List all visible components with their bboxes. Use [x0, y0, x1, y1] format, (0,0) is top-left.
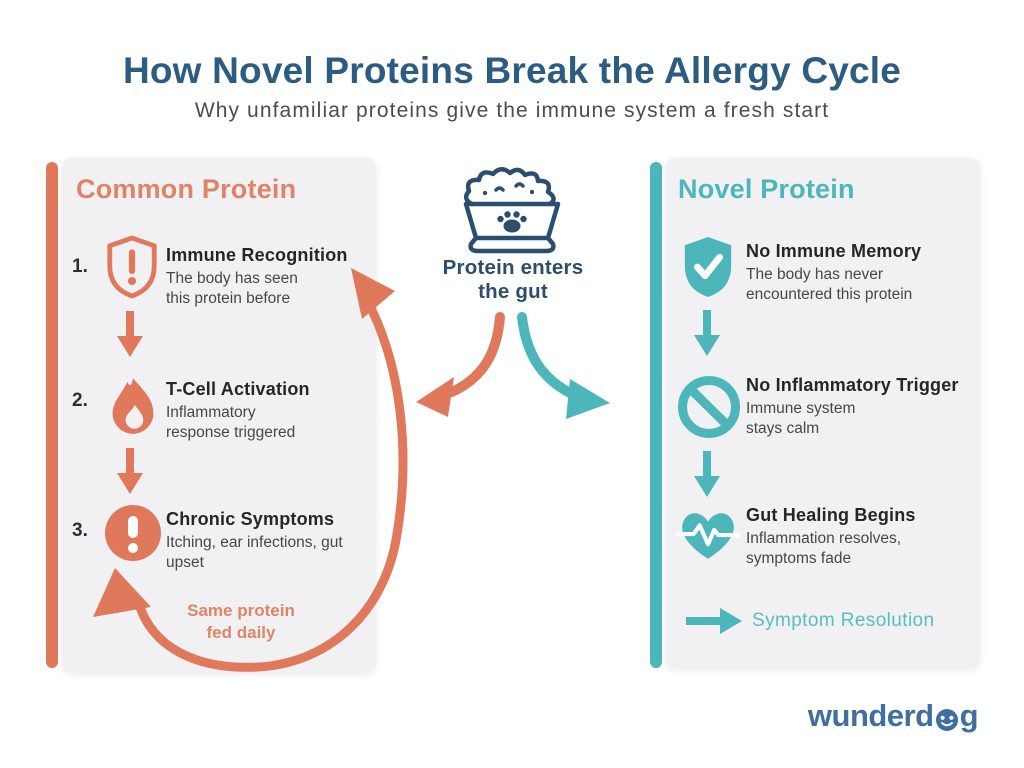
arrow-down-icon — [694, 451, 720, 497]
cycle-label: Same protein fed daily — [187, 601, 295, 643]
arrow-down-icon — [694, 310, 720, 356]
step-desc: Immune system stays calm — [746, 400, 856, 437]
step-title: T-Cell Activation — [166, 379, 310, 399]
step-title: No Immune Memory — [746, 241, 922, 261]
logo-text-right: g — [959, 698, 979, 733]
left-panel-accent-bar — [46, 162, 58, 668]
step-title: Chronic Symptoms — [166, 509, 335, 529]
step-number: 1. — [72, 256, 88, 277]
arrow-down-icon — [117, 311, 143, 357]
center-label: Protein enters the gut — [442, 256, 584, 304]
right-panel-accent-bar — [650, 162, 662, 668]
page-subtitle: Why unfamiliar proteins give the immune … — [194, 99, 830, 122]
step-title: Gut Healing Begins — [746, 505, 916, 525]
page-title: How Novel Proteins Break the Allergy Cyc… — [122, 50, 902, 91]
step-number: 3. — [72, 520, 88, 541]
dog-face-icon — [935, 708, 958, 731]
dog-bowl-icon — [463, 167, 561, 254]
shield-check-icon — [684, 237, 732, 297]
no-entry-icon — [678, 376, 740, 438]
step-desc: Inflammation resolves, symptoms fade — [746, 530, 902, 567]
arrow-right-icon — [686, 608, 742, 634]
step-title: Immune Recognition — [166, 245, 348, 265]
arrow-down-icon — [117, 448, 143, 494]
arrow-to-common — [416, 312, 505, 417]
symptom-resolution-label: Symptom Resolution — [752, 610, 935, 631]
alert-circle-icon — [105, 505, 161, 561]
common-protein-heading: Common Protein — [76, 174, 297, 204]
shield-alert-icon — [107, 235, 157, 299]
step-desc: Itching, ear infections, gut upset — [166, 534, 343, 571]
step-desc: Inflammatory response triggered — [166, 404, 296, 441]
flame-icon — [112, 378, 154, 434]
step-desc: The body has never encountered this prot… — [746, 266, 913, 303]
novel-protein-heading: Novel Protein — [678, 174, 855, 204]
heart-pulse-icon — [676, 513, 740, 559]
logo-text-left: wunderd — [807, 698, 934, 733]
wunderdog-logo: wunderd g — [807, 698, 979, 734]
arrow-to-novel — [517, 312, 610, 419]
step-number: 2. — [72, 390, 88, 411]
step-title: No Inflammatory Trigger — [746, 375, 959, 395]
step-desc: The body has seen this protein before — [166, 270, 298, 307]
